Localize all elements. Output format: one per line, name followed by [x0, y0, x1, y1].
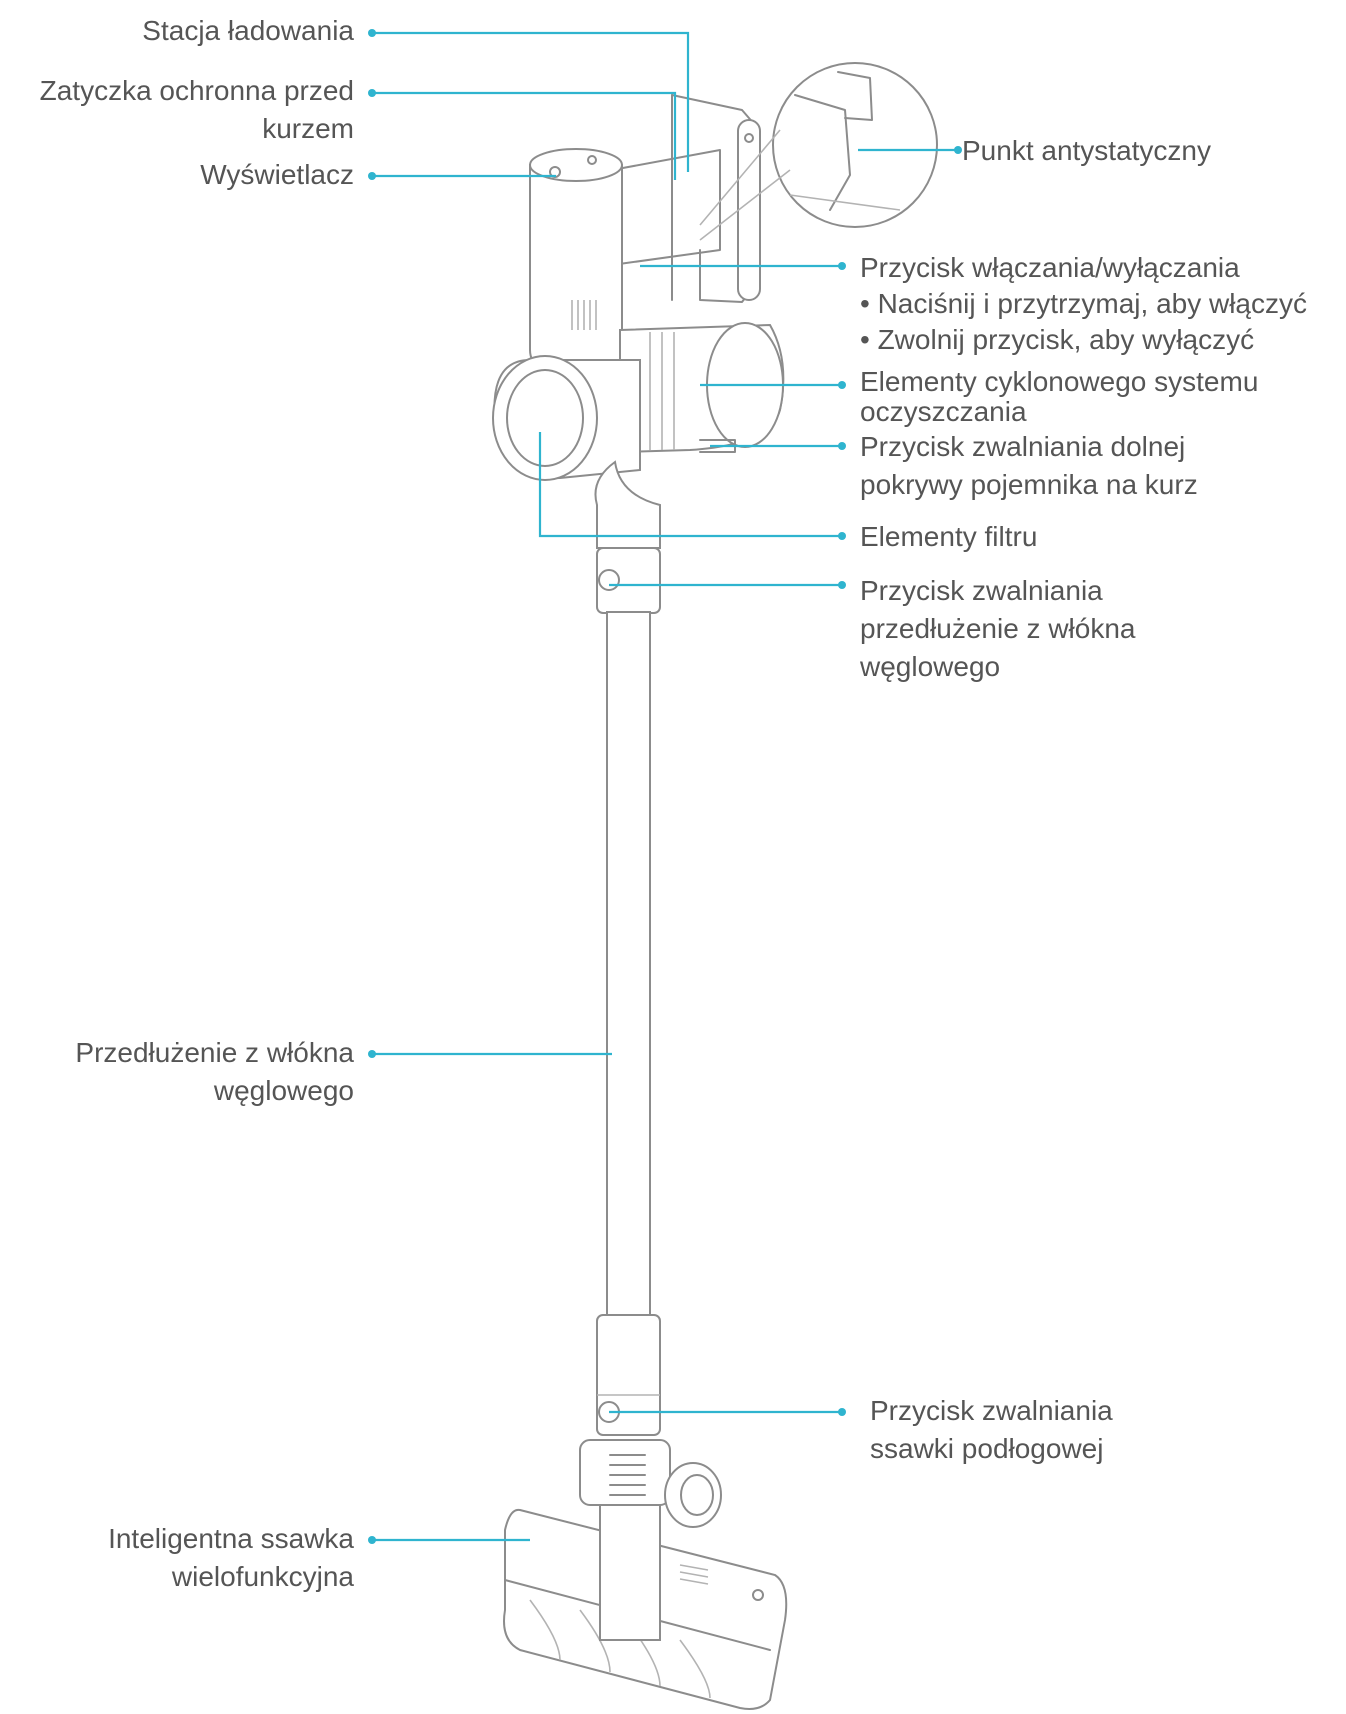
leader-stacja — [372, 31, 690, 172]
label-przedluzenie-btn: Przycisk zwalniania przedłużenie z włókn… — [860, 575, 1136, 682]
leader-dot — [368, 29, 376, 37]
leader-filtr — [538, 432, 842, 538]
carbon-tube — [606, 611, 651, 1318]
leader-dot — [838, 1408, 846, 1416]
leader-dot — [838, 581, 846, 589]
lower-collar — [596, 1314, 661, 1436]
label-przedluzenie: Przedłużenie z włókna węglowego — [75, 1037, 354, 1106]
neck — [594, 460, 661, 549]
leader-dot — [838, 532, 846, 540]
label-wyswietlacz: Wyświetlacz — [200, 159, 354, 190]
label-pokrywa: Przycisk zwalniania dolnej pokrywy pojem… — [860, 431, 1198, 500]
leader-dot — [954, 146, 962, 154]
charging-station — [611, 94, 761, 303]
label-ssawka-btn: Przycisk zwalniania ssawki podłogowej — [870, 1395, 1113, 1464]
label-punkt: Punkt antystatyczny — [962, 135, 1212, 166]
tube-collar — [596, 547, 661, 614]
leader-dot — [838, 442, 846, 450]
leader-dot — [838, 381, 846, 389]
joint — [579, 1439, 722, 1528]
label-zatyczka: Zatyczka ochronna przed kurzem — [39, 75, 354, 144]
display-vent — [571, 300, 597, 330]
label-cyklon: Elementy cyklonowego systemu oczyszczani… — [860, 366, 1259, 427]
leader-dot — [368, 1050, 376, 1058]
antistatic-zoom — [699, 62, 938, 241]
leader-dot — [368, 1536, 376, 1544]
floor-brush — [503, 1504, 788, 1710]
filter-disk — [492, 355, 641, 481]
label-ssawka: Inteligentna ssawka wielofunkcyjna — [108, 1523, 354, 1592]
label-stacja: Stacja ładowania — [142, 15, 354, 46]
label-przycisk-wl: Przycisk włączania/wyłączania • Naciśnij… — [860, 252, 1308, 355]
leader-zatyczka — [372, 91, 677, 180]
leader-dot — [838, 262, 846, 270]
leader-dot — [368, 89, 376, 97]
leader-lines — [368, 29, 962, 1544]
display-body — [529, 148, 623, 377]
cyclone-housing — [619, 322, 785, 454]
label-filtr: Elementy filtru — [860, 521, 1038, 552]
leader-dot — [368, 172, 376, 180]
